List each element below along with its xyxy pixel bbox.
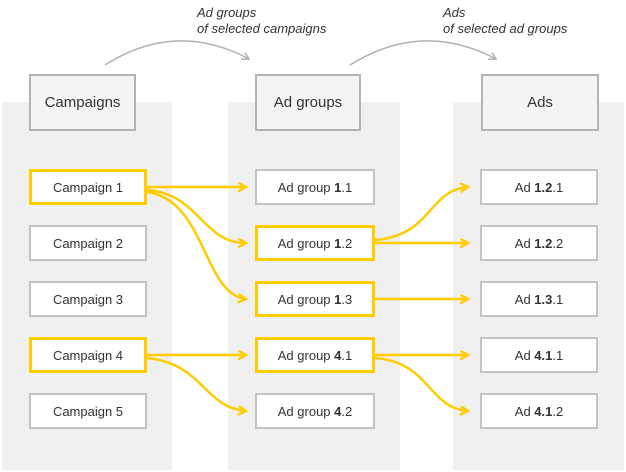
ad-4-1-2-box: Ad 4.1.2 xyxy=(480,393,598,429)
ad-group-1-2-suffix: .2 xyxy=(341,235,353,251)
ads-header-box: Ads xyxy=(481,74,599,131)
ad-group-4-2-suffix: .2 xyxy=(341,403,353,419)
ads-header-label: Ads xyxy=(527,94,553,111)
campaign-2-label: Campaign 2 xyxy=(52,235,124,251)
ad-group-4-2-bold: 4 xyxy=(334,403,342,419)
ad-group-1-2-bold: 1 xyxy=(334,235,342,251)
ad-1-2-1-suffix: .1 xyxy=(552,179,564,195)
ad-group-4-1-bold: 4 xyxy=(334,347,342,363)
campaign-2-box: Campaign 2 xyxy=(29,225,147,261)
ad-4-1-2-bold: 4.1 xyxy=(534,403,553,419)
ad-group-1-1-box: Ad group 1.1 xyxy=(255,169,375,205)
ad-1-3-1-label: Ad xyxy=(514,291,535,307)
ad-group-1-3-box: Ad group 1.3 xyxy=(255,281,375,317)
campaign-5-box: Campaign 5 xyxy=(29,393,147,429)
ad-groups-header-label: Ad groups xyxy=(273,94,343,111)
ad-group-1-2-label: Ad group xyxy=(277,235,335,251)
ad-1-3-1-box: Ad 1.3.1 xyxy=(480,281,598,317)
ad-group-1-1-bold: 1 xyxy=(334,179,342,195)
ad-4-1-1-suffix: .1 xyxy=(552,347,564,363)
ad-4-1-2-suffix: .2 xyxy=(552,403,564,419)
campaign-5-label: Campaign 5 xyxy=(52,403,124,419)
campaign-4-label: Campaign 4 xyxy=(52,347,124,363)
ad-group-1-1-suffix: .1 xyxy=(341,179,353,195)
ad-1-2-2-bold: 1.2 xyxy=(534,235,553,251)
ad-group-4-2-box: Ad group 4.2 xyxy=(255,393,375,429)
ad-1-2-1-bold: 1.2 xyxy=(534,179,553,195)
ad-1-2-1-box: Ad 1.2.1 xyxy=(480,169,598,205)
ad-1-2-2-box: Ad 1.2.2 xyxy=(480,225,598,261)
annotation-ads-of-selected-ad-groups: Ads of selected ad groups xyxy=(443,5,567,37)
ad-4-1-1-label: Ad xyxy=(514,347,535,363)
ad-group-1-2-box: Ad group 1.2 xyxy=(255,225,375,261)
ad-group-4-1-label: Ad group xyxy=(277,347,335,363)
curved-arrow-ad-groups-to-ads xyxy=(349,40,496,66)
ad-4-1-1-box: Ad 4.1.1 xyxy=(480,337,598,373)
campaign-3-box: Campaign 3 xyxy=(29,281,147,317)
ad-group-1-3-label: Ad group xyxy=(277,291,335,307)
ad-1-2-2-label: Ad xyxy=(514,235,535,251)
campaigns-header-label: Campaigns xyxy=(44,94,121,111)
ad-group-4-1-box: Ad group 4.1 xyxy=(255,337,375,373)
ad-4-1-2-label: Ad xyxy=(514,403,535,419)
annotation-line: of selected ad groups xyxy=(443,21,568,36)
ad-groups-header-box: Ad groups xyxy=(255,74,361,131)
ad-1-2-1-label: Ad xyxy=(514,179,535,195)
campaign-4-box: Campaign 4 xyxy=(29,337,147,373)
annotation-line: of selected campaigns xyxy=(197,21,327,36)
ad-group-1-3-suffix: .3 xyxy=(341,291,353,307)
ad-1-3-1-bold: 1.3 xyxy=(534,291,553,307)
ad-group-1-1-label: Ad group xyxy=(277,179,335,195)
curved-arrow-campaigns-to-ad-groups xyxy=(104,40,249,66)
campaign-1-box: Campaign 1 xyxy=(29,169,147,205)
campaign-1-label: Campaign 1 xyxy=(52,179,124,195)
ad-group-4-1-suffix: .1 xyxy=(341,347,353,363)
ad-group-4-2-label: Ad group xyxy=(277,403,335,419)
ad-1-3-1-suffix: .1 xyxy=(552,291,564,307)
ad-1-2-2-suffix: .2 xyxy=(552,235,564,251)
annotation-ad-groups-of-selected-campaigns: Ad groups of selected campaigns xyxy=(197,5,326,37)
campaign-3-label: Campaign 3 xyxy=(52,291,124,307)
annotation-line: Ads xyxy=(443,5,466,20)
ad-4-1-1-bold: 4.1 xyxy=(534,347,553,363)
annotation-line: Ad groups xyxy=(197,5,257,20)
campaigns-header-box: Campaigns xyxy=(29,74,136,131)
ad-group-1-3-bold: 1 xyxy=(334,291,342,307)
